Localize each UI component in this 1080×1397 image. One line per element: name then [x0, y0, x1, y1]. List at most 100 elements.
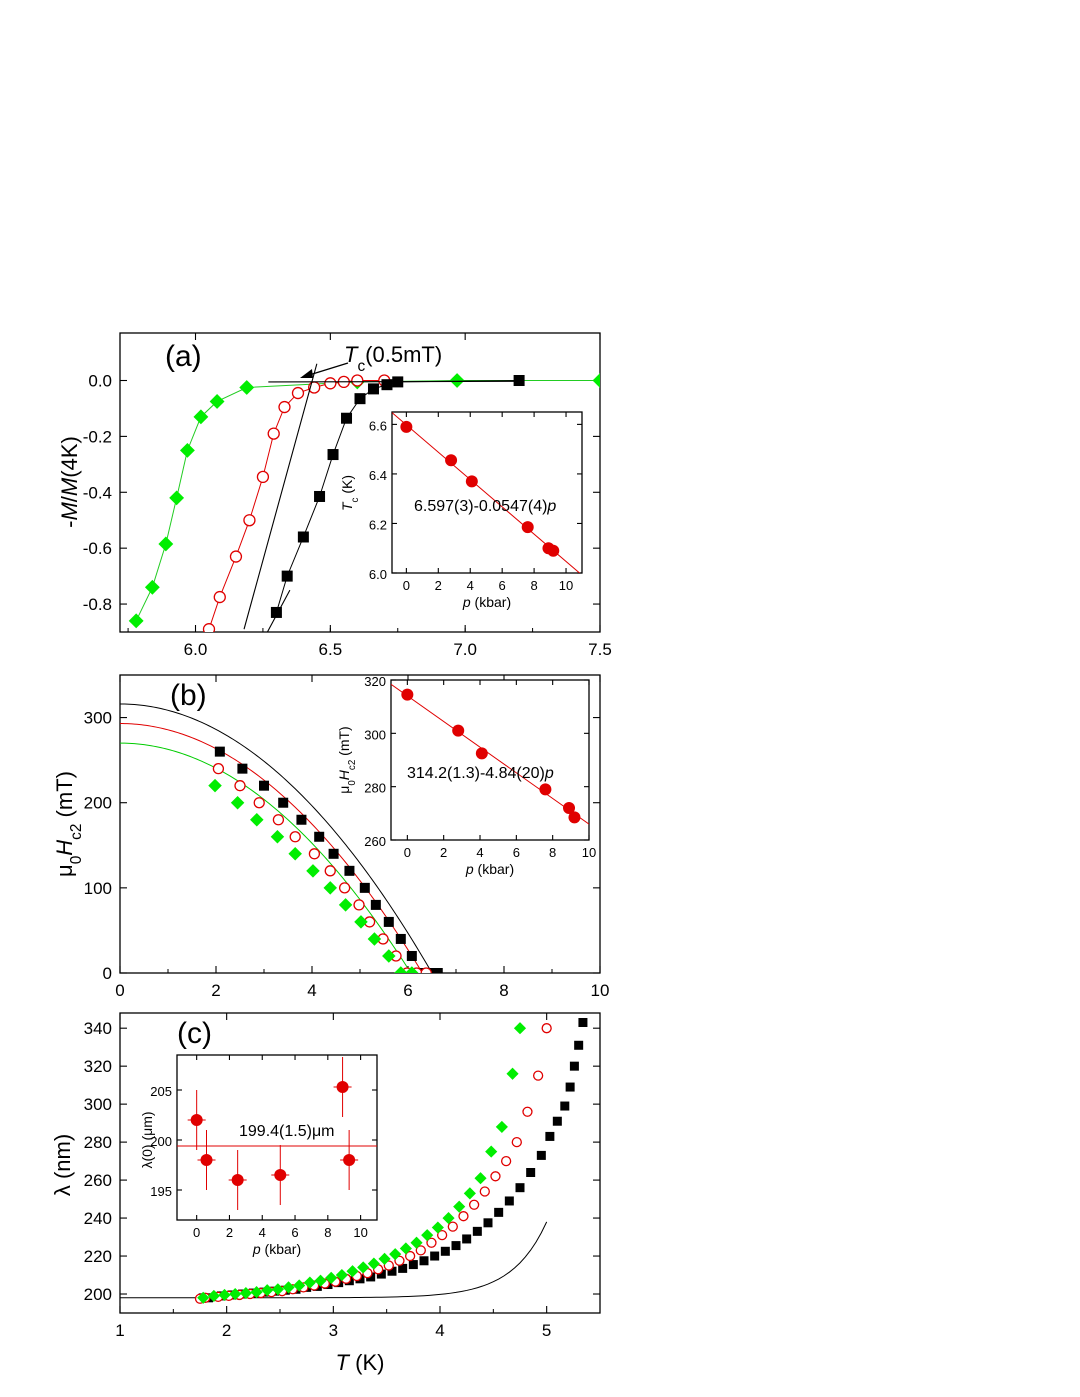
panel-b-x-tick-label: 8	[499, 981, 508, 1000]
panel-a-data-point	[193, 409, 209, 425]
panel-c-data-point	[239, 1286, 252, 1300]
panel-c-x-tick-label: 3	[329, 1321, 338, 1340]
panel-a-annotation-arrow	[305, 362, 349, 377]
panel-c-inset-x-tick-label: 6	[291, 1225, 298, 1240]
panel-c-y-tick-label: 320	[84, 1057, 112, 1076]
panel-c-data-point	[569, 1061, 579, 1071]
panel-a-data-point	[341, 412, 353, 424]
panel-c-data-point	[394, 1255, 405, 1266]
panel-b-inset-data-point	[475, 747, 488, 760]
panel-a-annotation-part: c	[357, 358, 365, 375]
panel-b-inset-x-tick-label: 2	[440, 845, 447, 860]
panel-c-data-point	[504, 1196, 514, 1206]
panel-b-inset-fit-label: 314.2(1.3)-4.84(20)p	[407, 765, 554, 782]
panel-b-y-axis-title-part: μ	[52, 864, 77, 877]
panel-c-data-point	[383, 1260, 394, 1271]
panel-b-data-point	[406, 950, 417, 961]
panel-a-plot-area	[128, 363, 600, 632]
panel-c-data-point	[552, 1116, 562, 1126]
panel-c-data-point	[207, 1289, 220, 1302]
panel-c-data-point	[440, 1246, 450, 1256]
panel-a-tangent-line	[243, 363, 318, 630]
panel-a-data-point	[267, 427, 280, 440]
panel-a-inset-x-tick-label: 2	[435, 578, 442, 593]
panel-a-tangent-line-black	[266, 589, 291, 632]
panel-a-data-point	[179, 442, 195, 458]
panel-b-data-point	[306, 864, 320, 878]
panel-c-data-point	[451, 1241, 461, 1251]
panel-c-data-point	[483, 1218, 493, 1228]
panel-b-fit-curve	[120, 703, 433, 973]
panel-c-inset-x-axis-title-part: (kbar)	[261, 1241, 301, 1257]
panel-c-x-axis-title-part: T	[336, 1350, 351, 1375]
panel-c-data-point	[430, 1251, 440, 1261]
panel-a-inset-y-tick-label: 6.2	[369, 517, 387, 532]
panel-a-inset-y-axis-title-part: T	[339, 501, 355, 511]
panel-a-data-point	[314, 490, 326, 502]
panel-c-x-tick-label: 2	[222, 1321, 231, 1340]
panel-c-inset-x-tick-label: 4	[259, 1225, 266, 1240]
panel-b-data-point	[308, 848, 321, 860]
panel-b-fit-curve	[120, 723, 423, 973]
panel-a-inset-frame	[391, 411, 583, 574]
panel-c-inset-data-point	[274, 1169, 287, 1181]
panel-c-data-point	[218, 1288, 231, 1302]
panel-a-data-point	[327, 449, 339, 461]
panel-a-data-point	[202, 623, 216, 632]
panel-c-y-tick-label: 280	[84, 1133, 112, 1152]
panel-c-data-point	[462, 1234, 472, 1244]
panel-a-y-axis-title-part: (4K)	[57, 436, 82, 478]
panel-a-y-tick-label: -0.4	[83, 483, 112, 502]
panel-b-y-tick-label: 200	[84, 794, 112, 813]
panel-b-inset-x-axis-title-part: (kbar)	[474, 861, 514, 877]
panel-c-data-point	[387, 1266, 397, 1276]
panel-c-x-tick-label: 5	[542, 1321, 551, 1340]
panel-c-y-tick-label: 260	[84, 1171, 112, 1190]
panel-b-data-point	[230, 795, 245, 810]
panel-c-inset-y-tick-label: 195	[150, 1184, 172, 1199]
panel-a-annotation-part: T	[344, 342, 359, 367]
panel-a-data-point	[169, 490, 185, 506]
panel-c-data-point	[532, 1070, 544, 1081]
panel-c-inset-data-point	[343, 1154, 356, 1166]
panel-c-inset-data-point	[231, 1174, 244, 1186]
panel-b-data-point	[323, 881, 337, 895]
panel-b-data-point	[353, 899, 365, 911]
panel-c-x-axis-title: T (K)	[336, 1350, 385, 1375]
panel-c-data-point	[490, 1171, 501, 1182]
panel-c-data-point	[357, 1261, 370, 1274]
panel-a-inset-y-tick-label: 6.4	[369, 468, 387, 483]
panel-c-inset-fit-label: 199.4(1.5)μm	[239, 1123, 334, 1140]
panel-c-inset-y-tick-label: 205	[150, 1084, 172, 1099]
panel-c-y-tick-label: 300	[84, 1095, 112, 1114]
panel-b-data-point	[288, 847, 302, 861]
panel-c-data-point	[426, 1237, 437, 1248]
panel-c-data-point	[261, 1284, 274, 1297]
panel-b-data-point	[208, 778, 222, 793]
panel-b-y-axis-title: μ0Hc2 (mT)	[52, 771, 85, 877]
panel-b-data-point	[367, 932, 382, 946]
panel-b-y-axis-title-part: (mT)	[52, 771, 77, 824]
panel-b-data-point	[214, 746, 225, 757]
panel-c-data-point	[495, 1120, 508, 1133]
panel-a-data-point	[354, 393, 366, 405]
panel-a-y-tick-label: -0.6	[83, 539, 112, 558]
panel-b-inset-x-axis-title: p (kbar)	[465, 861, 514, 877]
panel-a-data-point	[278, 400, 291, 414]
panel-b-data-point	[382, 949, 396, 963]
panel-b-inset-y-axis-title-part: 0	[347, 780, 358, 786]
panel-c-inset-y-axis-title: λ(0) (μm)	[139, 1111, 155, 1168]
panel-a-inset-y-axis-title: Tc (K)	[339, 475, 361, 511]
panel-c-data-point	[346, 1265, 359, 1278]
panel-c-data-point	[526, 1167, 536, 1177]
panel-b-inset-y-axis-title-part: μ	[336, 786, 352, 794]
panel-b-data-point	[324, 865, 336, 877]
panel-c-inset-data-point	[190, 1114, 203, 1126]
panel-a-inset-x-tick-label: 10	[559, 578, 573, 593]
panel-c-y-tick-label: 200	[84, 1285, 112, 1304]
panel-a-inset-x-tick-label: 4	[467, 578, 474, 593]
panel-c-data-point	[442, 1211, 455, 1225]
panel-a-frame	[119, 332, 601, 633]
